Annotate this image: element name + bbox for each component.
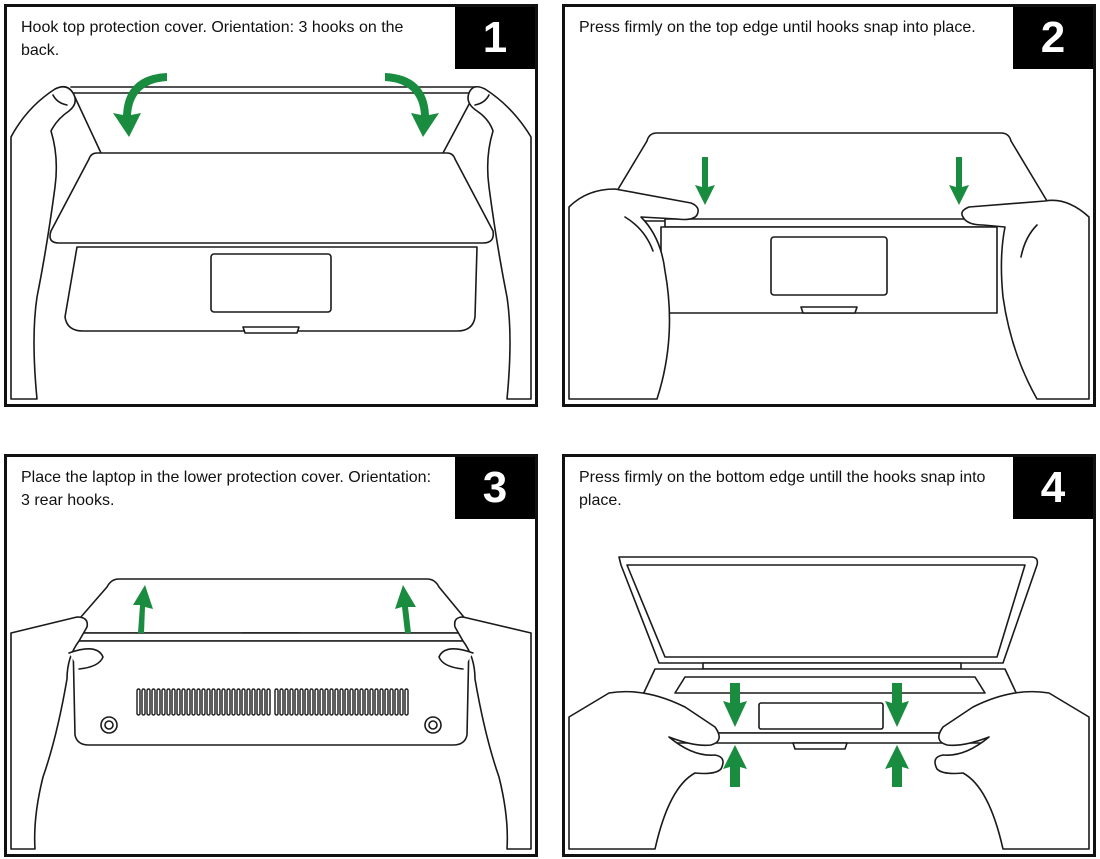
vent-slots <box>136 688 409 716</box>
left-hand <box>568 188 699 400</box>
step-2-panel: Press firmly on the top edge until hooks… <box>562 4 1096 407</box>
step-2-illustration <box>568 132 1090 400</box>
step-1-panel: Hook top protection cover. Orientation: … <box>4 4 538 407</box>
right-hand <box>934 690 1090 850</box>
step-caption: Press firmly on the bottom edge untill t… <box>579 469 986 509</box>
step-caption: Hook top protection cover. Orientation: … <box>21 19 404 59</box>
press-arrow-left-bottom <box>723 745 747 787</box>
step-number-badge: 4 <box>1013 457 1093 519</box>
step-3-panel: Place the laptop in the lower protection… <box>4 454 538 857</box>
laptop-notch <box>792 742 848 750</box>
protection-cover <box>49 152 495 244</box>
step-number-badge: 1 <box>455 7 535 69</box>
left-hand <box>568 690 724 850</box>
press-arrow-right-bottom <box>885 745 909 787</box>
left-hand <box>10 85 77 400</box>
trackpad <box>210 253 332 313</box>
press-arrow-right <box>949 157 969 205</box>
lift-arrow-left <box>133 585 153 633</box>
step-caption: Press firmly on the top edge until hooks… <box>579 19 976 36</box>
step-4-illustration <box>568 556 1090 850</box>
left-hand <box>10 616 89 850</box>
right-hand <box>961 199 1090 400</box>
trackpad <box>758 702 884 730</box>
step-caption: Place the laptop in the lower protection… <box>21 469 432 509</box>
hook-arrow-left <box>113 73 167 137</box>
step-1-illustration <box>10 73 532 400</box>
cover-edge <box>664 218 994 228</box>
laptop-notch <box>242 326 300 334</box>
right-hand <box>467 85 532 400</box>
bottom-cover <box>72 640 470 746</box>
hook-arrow-right <box>385 73 439 137</box>
right-hand <box>453 616 532 850</box>
step-number-badge: 2 <box>1013 7 1093 69</box>
press-arrow-right-top <box>885 683 909 727</box>
step-4-panel: Press firmly on the bottom edge untill t… <box>562 454 1096 857</box>
step-number-badge: 3 <box>455 457 535 519</box>
press-arrow-left-top <box>723 683 747 727</box>
trackpad <box>770 236 888 296</box>
lift-arrow-right <box>395 585 416 633</box>
laptop-notch <box>800 306 858 314</box>
laptop-top <box>66 578 478 634</box>
press-arrow-left <box>695 157 715 205</box>
step-3-illustration <box>10 578 532 850</box>
